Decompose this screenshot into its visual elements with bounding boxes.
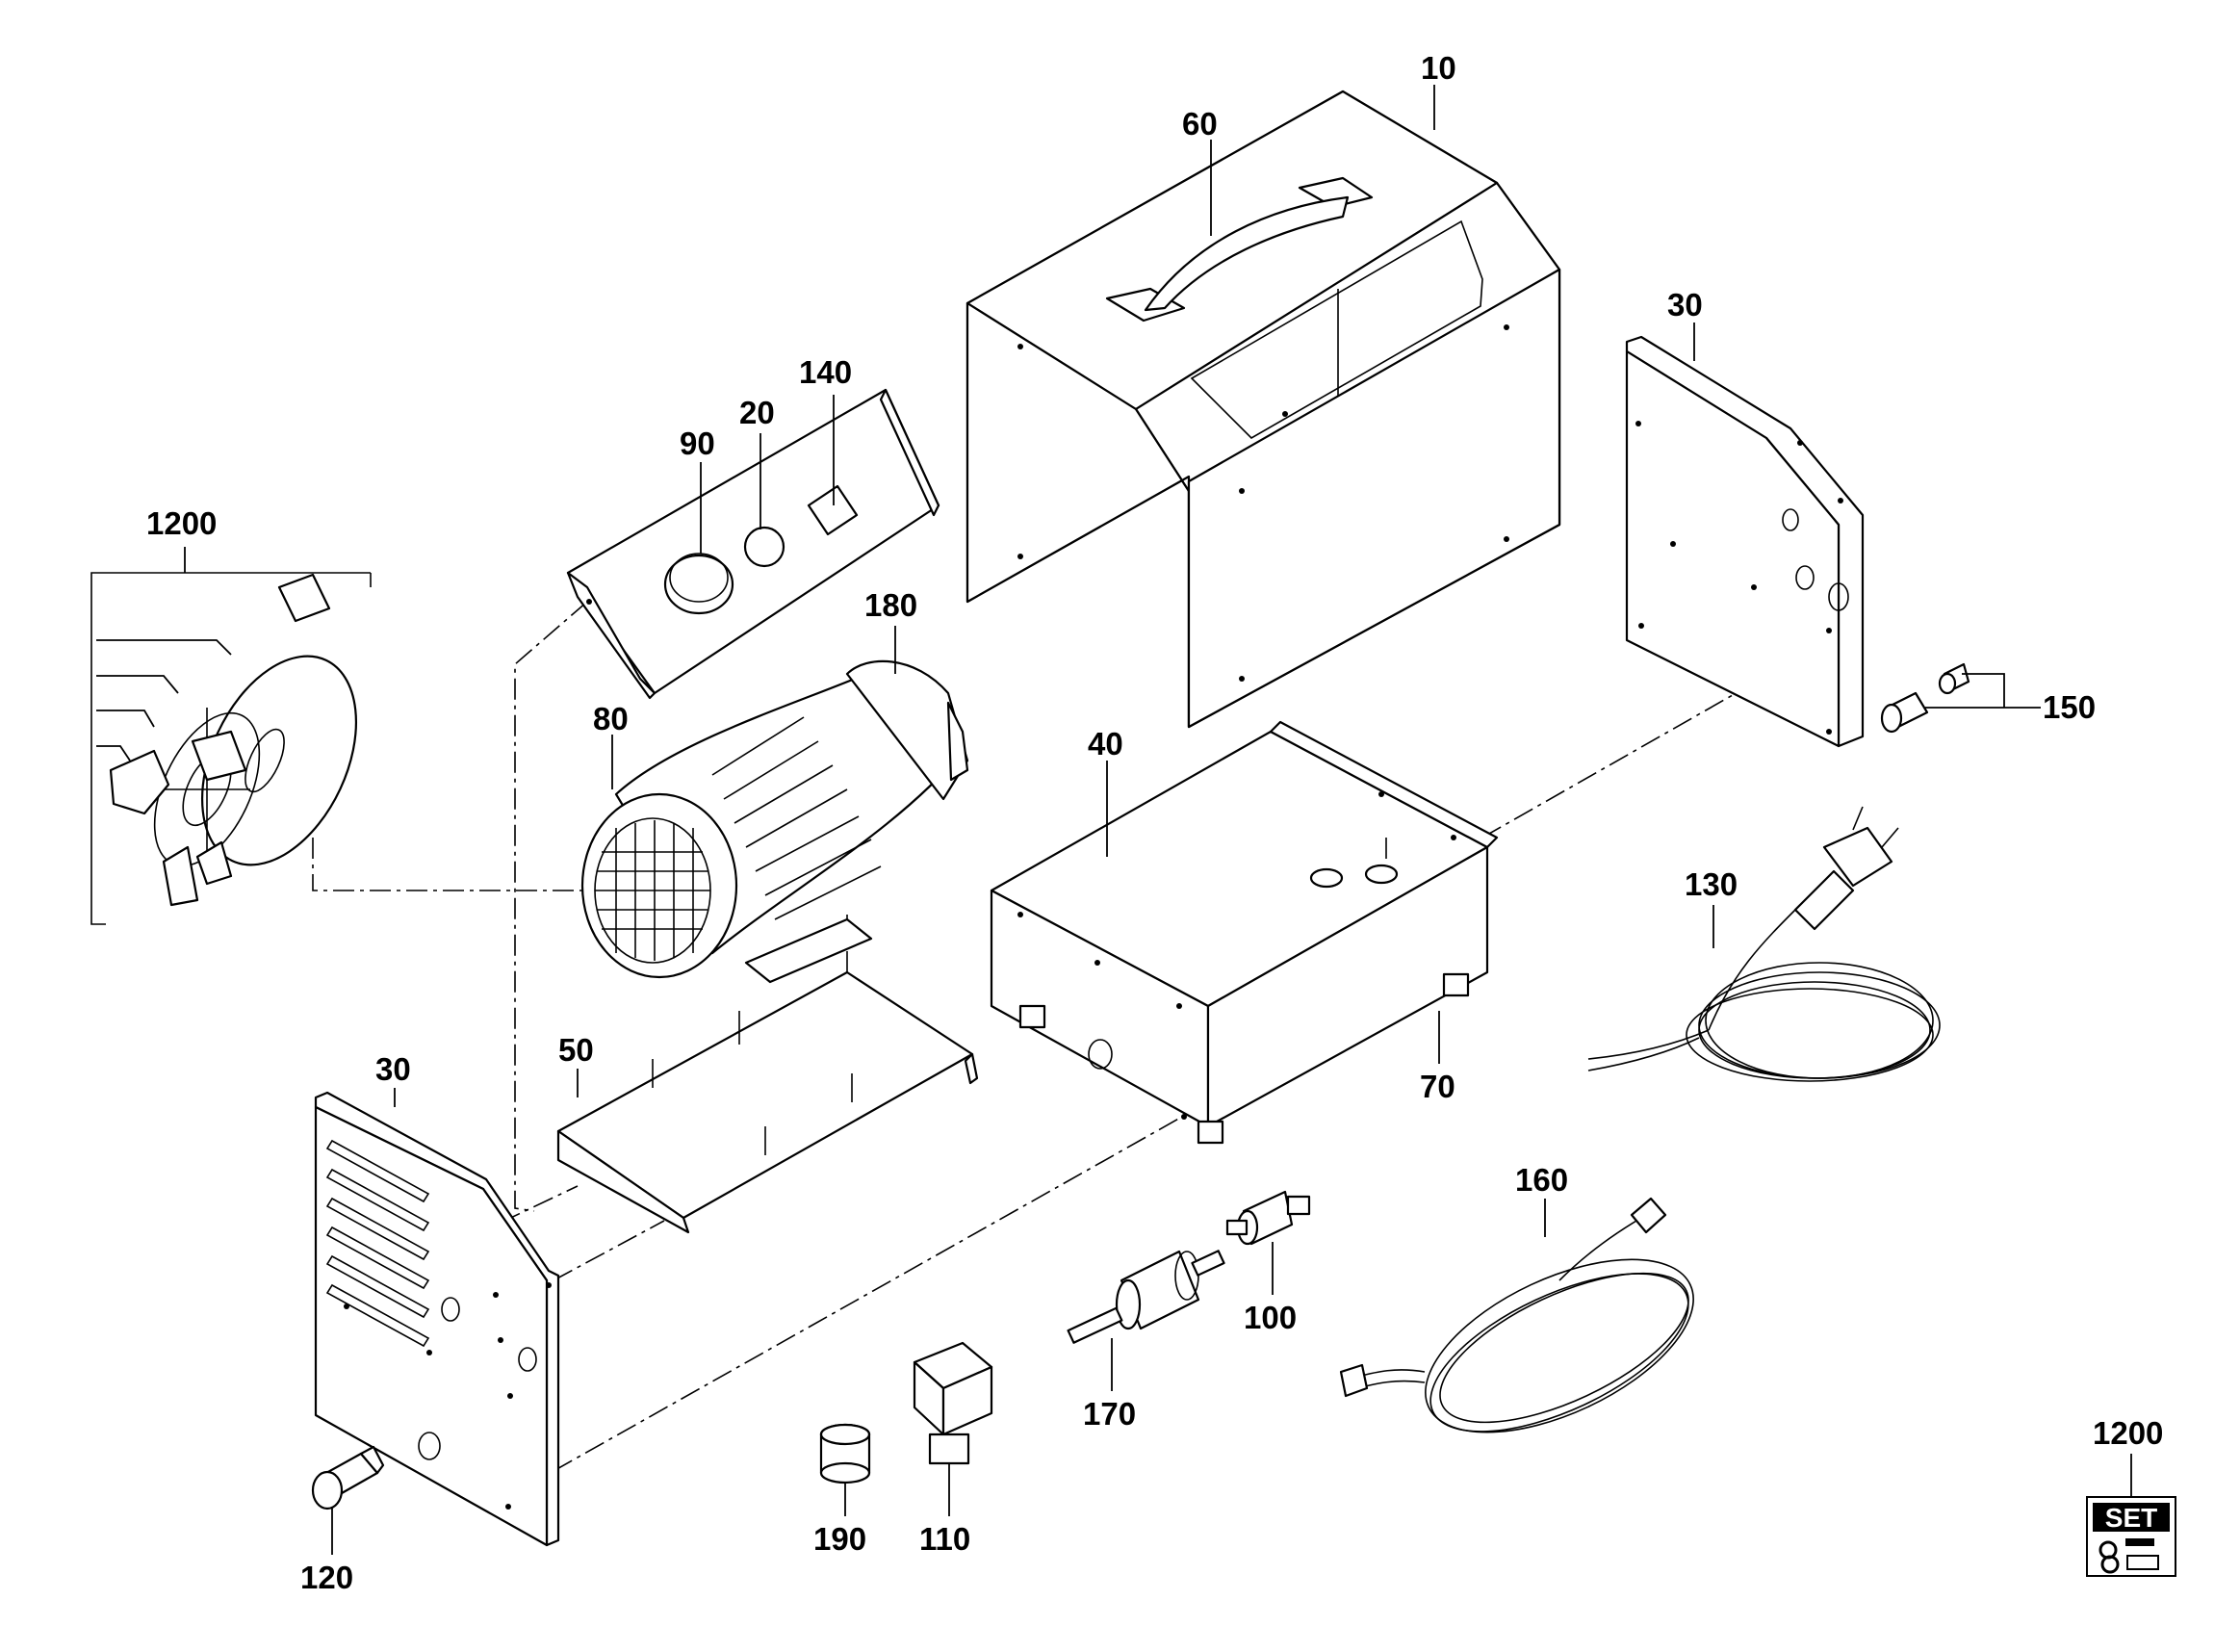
label-part-170: 170 xyxy=(1083,1396,1136,1432)
power-cord xyxy=(1587,806,1941,1082)
hose xyxy=(1339,1197,1694,1433)
kit-detail-box xyxy=(90,572,372,925)
set-badge: SET xyxy=(2086,1496,2176,1577)
label-part-130: 130 xyxy=(1685,866,1738,902)
motor-fan-grille xyxy=(595,820,710,961)
label-part-110: 110 xyxy=(919,1521,970,1557)
control-panel xyxy=(566,388,940,700)
label-part-150: 150 xyxy=(2043,689,2096,725)
set-kit-icon xyxy=(2098,1538,2159,1574)
label-part-10: 10 xyxy=(1421,50,1456,86)
part-labels: 10 60 30 140 20 90 1200 180 80 40 150 13… xyxy=(146,50,2163,1595)
electric-motor xyxy=(580,659,969,984)
label-part-40: 40 xyxy=(1088,726,1123,761)
label-part-30-left: 30 xyxy=(375,1051,411,1087)
label-part-1200-set: 1200 xyxy=(2093,1415,2163,1451)
base-housing xyxy=(990,720,1499,1145)
motor-fins xyxy=(711,716,882,920)
label-part-20: 20 xyxy=(739,395,775,430)
label-part-100: 100 xyxy=(1244,1300,1297,1335)
outlet-fitting xyxy=(1880,662,1970,734)
label-part-140: 140 xyxy=(799,354,852,390)
check-valve xyxy=(1225,1190,1311,1246)
label-part-80: 80 xyxy=(593,701,629,736)
carry-handle xyxy=(1105,176,1374,323)
housing-cover xyxy=(966,90,1561,729)
square-adapter xyxy=(913,1341,993,1465)
side-plate-left-louvered xyxy=(314,1091,560,1547)
louvers xyxy=(325,1139,430,1348)
label-part-60: 60 xyxy=(1182,106,1218,142)
label-part-160: 160 xyxy=(1515,1162,1568,1198)
side-plate-right xyxy=(1625,335,1865,748)
inlet-fitting xyxy=(311,1445,385,1510)
mounting-plate xyxy=(556,970,979,1234)
label-part-50: 50 xyxy=(558,1032,594,1068)
set-badge-text: SET xyxy=(2105,1503,2157,1533)
label-part-90: 90 xyxy=(680,426,715,461)
label-part-30-right: 30 xyxy=(1667,287,1703,323)
label-part-180: 180 xyxy=(864,587,917,623)
label-part-70: 70 xyxy=(1420,1069,1455,1104)
label-part-120: 120 xyxy=(300,1560,353,1595)
leader-lines xyxy=(184,85,2132,1555)
label-part-190: 190 xyxy=(813,1521,866,1557)
inline-filter xyxy=(1067,1250,1225,1344)
label-part-1200-kit: 1200 xyxy=(146,505,217,541)
bushing xyxy=(819,1423,871,1484)
